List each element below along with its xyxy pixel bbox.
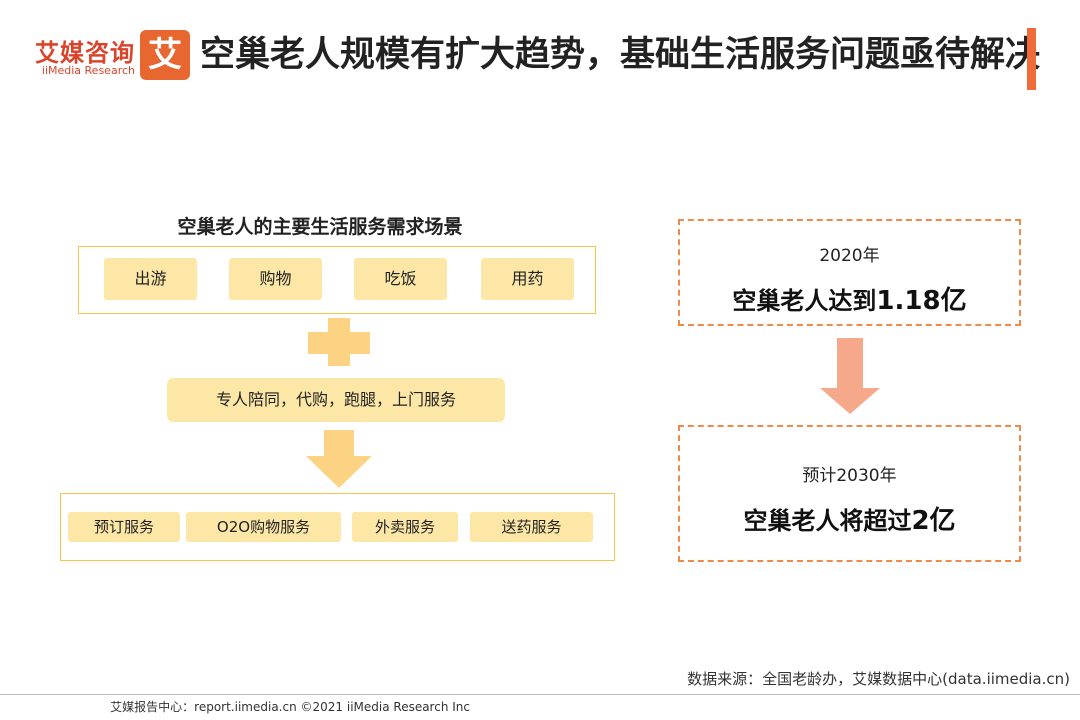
plus-icon-bar	[308, 332, 370, 354]
stat-box-2020: 2020年 空巢老人达到1.18亿	[678, 219, 1021, 326]
down-arrow-icon	[837, 338, 863, 390]
outcome-item: 预订服务	[68, 512, 180, 542]
stat-value-line: 空巢老人达到1.18亿	[680, 280, 1019, 317]
footer-copyright: 艾媒报告中心：report.iimedia.cn ©2021 iiMedia R…	[110, 700, 470, 714]
down-arrow-head	[820, 388, 880, 414]
logo-subtext: iiMedia Research	[41, 64, 135, 77]
service-box: 专人陪同，代购，跑腿，上门服务	[167, 378, 505, 422]
logo-badge: 艾	[140, 30, 190, 80]
logo-text: 艾媒咨询	[35, 39, 135, 67]
stat-label: 空巢老人将超过	[743, 507, 912, 535]
needs-title: 空巢老人的主要生活服务需求场景	[177, 216, 463, 238]
stat-value-line: 空巢老人将超过2亿	[680, 500, 1019, 537]
stat-number: 2亿	[911, 506, 956, 536]
data-source: 数据来源：全国老龄办，艾媒数据中心(data.iimedia.cn)	[687, 670, 1070, 688]
footer-divider	[0, 694, 1080, 695]
stat-year: 预计2030年	[802, 466, 897, 486]
down-arrow-icon	[324, 430, 354, 458]
page-title: 空巢老人规模有扩大趋势，基础生活服务问题亟待解决	[200, 35, 1041, 75]
outcome-item: O2O购物服务	[186, 512, 341, 542]
down-arrow-head	[306, 456, 372, 488]
outcome-item: 外卖服务	[352, 512, 458, 542]
need-item: 购物	[229, 258, 322, 300]
title-accent-bar	[1027, 28, 1036, 90]
need-item: 出游	[104, 258, 197, 300]
need-item: 用药	[481, 258, 574, 300]
need-item: 吃饭	[354, 258, 447, 300]
stat-year: 2020年	[819, 246, 880, 266]
outcome-item: 送药服务	[470, 512, 593, 542]
stat-number: 1.18亿	[876, 286, 967, 316]
stat-label: 空巢老人达到	[732, 287, 877, 315]
stat-box-2030: 预计2030年 空巢老人将超过2亿	[678, 425, 1021, 562]
